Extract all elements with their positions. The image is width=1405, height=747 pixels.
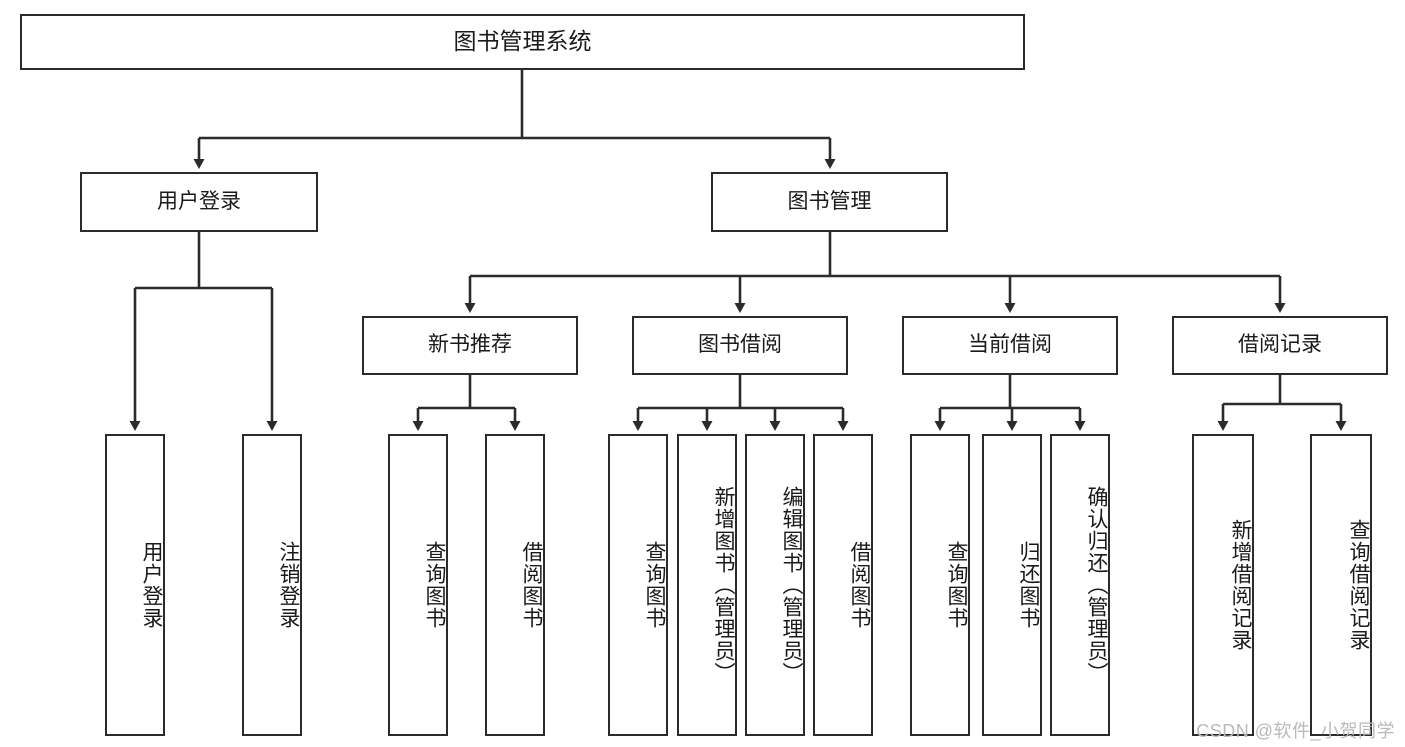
node-current-borrow[interactable]: 当前借阅 <box>902 316 1118 375</box>
node-label: 注销登录 <box>277 541 300 629</box>
node-label: 编辑图书（管理员） <box>780 486 803 684</box>
node-book-manage[interactable]: 图书管理 <box>711 172 948 232</box>
node-label: 当前借阅 <box>968 333 1052 357</box>
node-label: 确认归还（管理员） <box>1085 486 1108 684</box>
node-label: 查询借阅记录 <box>1347 519 1370 651</box>
node-label: 查询图书 <box>423 541 446 629</box>
node-user-login[interactable]: 用户登录 <box>80 172 318 232</box>
node-label: 借阅图书 <box>848 541 871 629</box>
node-label: 借阅记录 <box>1238 333 1322 357</box>
node-label: 归还图书 <box>1017 541 1040 629</box>
node-root-system[interactable]: 图书管理系统 <box>20 14 1025 70</box>
node-label: 查询图书 <box>945 541 968 629</box>
node-label: 查询图书 <box>643 541 666 629</box>
node-leaf-logout[interactable]: 注销登录 <box>242 434 302 736</box>
node-borrow-record[interactable]: 借阅记录 <box>1172 316 1388 375</box>
watermark-text: CSDN @软件_小贺同学 <box>1196 721 1395 741</box>
node-leaf-query-book-2[interactable]: 查询图书 <box>608 434 668 736</box>
node-label: 图书借阅 <box>698 333 782 357</box>
node-label: 用户登录 <box>157 189 241 213</box>
node-leaf-add-book[interactable]: 新增图书（管理员） <box>677 434 737 736</box>
node-leaf-query-record[interactable]: 查询借阅记录 <box>1310 434 1372 736</box>
node-leaf-return-book[interactable]: 归还图书 <box>982 434 1042 736</box>
node-book-borrow[interactable]: 图书借阅 <box>632 316 848 375</box>
node-label: 图书管理 <box>787 189 872 213</box>
node-leaf-user-login[interactable]: 用户登录 <box>105 434 165 736</box>
node-leaf-borrow-book-2[interactable]: 借阅图书 <box>813 434 873 736</box>
node-label: 新书推荐 <box>428 333 512 357</box>
node-label: 借阅图书 <box>520 541 543 629</box>
node-label: 用户登录 <box>140 541 163 629</box>
node-leaf-borrow-book-1[interactable]: 借阅图书 <box>485 434 545 736</box>
node-label: 图书管理系统 <box>453 28 592 55</box>
node-leaf-edit-book[interactable]: 编辑图书（管理员） <box>745 434 805 736</box>
node-leaf-query-book-3[interactable]: 查询图书 <box>910 434 970 736</box>
node-label: 新增图书（管理员） <box>712 486 735 684</box>
node-label: 新增借阅记录 <box>1229 519 1252 651</box>
node-leaf-query-book-1[interactable]: 查询图书 <box>388 434 448 736</box>
node-new-book-recommend[interactable]: 新书推荐 <box>362 316 578 375</box>
node-leaf-add-record[interactable]: 新增借阅记录 <box>1192 434 1254 736</box>
node-leaf-confirm-return[interactable]: 确认归还（管理员） <box>1050 434 1110 736</box>
